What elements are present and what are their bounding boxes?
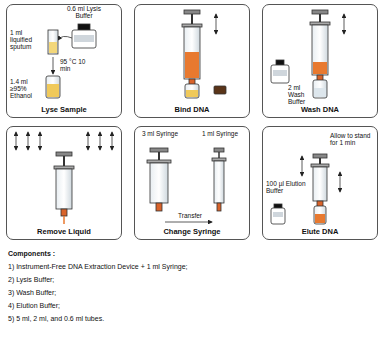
step-label: 100 µl Elution Buffer [266,180,310,194]
motion-arrow [16,132,17,150]
step-label: 2 ml Wash Buffer [288,84,312,105]
step-label: 1 ml Syringe [200,130,240,137]
step-label: Transfer [170,212,210,219]
step-caption: Wash DNA [263,105,377,114]
step-caption: Change Syringe [135,227,249,236]
bind-illustration [182,10,226,98]
step-caption: Elute DNA [263,227,377,236]
change-illustration [147,148,226,222]
component-line: 5) 5 ml, 2 ml, and 0.6 ml tubes. [8,315,104,323]
step-caption: Lyse Sample [7,105,121,114]
step-panel: Bind DNA [134,4,250,118]
motion-arrow [100,132,101,150]
step-label: 3 ml Syringe [140,130,180,137]
wash-illustration [271,10,344,98]
step-caption: Remove Liquid [7,227,121,236]
motion-arrow [40,132,41,150]
step-panel: Change Syringe [134,126,250,240]
motion-arrow [28,132,29,150]
component-line: 2) Lysis Buffer; [8,276,54,284]
step-label: 0.6 ml Lysis Buffer [64,5,104,19]
step-panel: Remove Liquid [6,126,122,240]
lyse-illustration [46,24,96,98]
step-label: 1 ml liquified sputum [10,29,46,50]
step-label: Allow to stand for 1 min [330,132,376,146]
remove-illustration [16,132,112,224]
motion-arrow [112,132,113,150]
component-line: 1) Instrument-Free DNA Extraction Device… [8,263,188,271]
step-label: 95 °C 10 min [60,58,88,72]
step-panel: Wash DNA [262,4,378,118]
step-label: 1.4 ml ≥95% Ethanol [10,78,44,99]
motion-arrow [88,132,89,150]
component-line: Components : [8,250,55,258]
step-caption: Bind DNA [135,105,249,114]
component-line: 4) Elution Buffer; [8,302,60,310]
component-line: 3) Wash Buffer; [8,289,56,297]
